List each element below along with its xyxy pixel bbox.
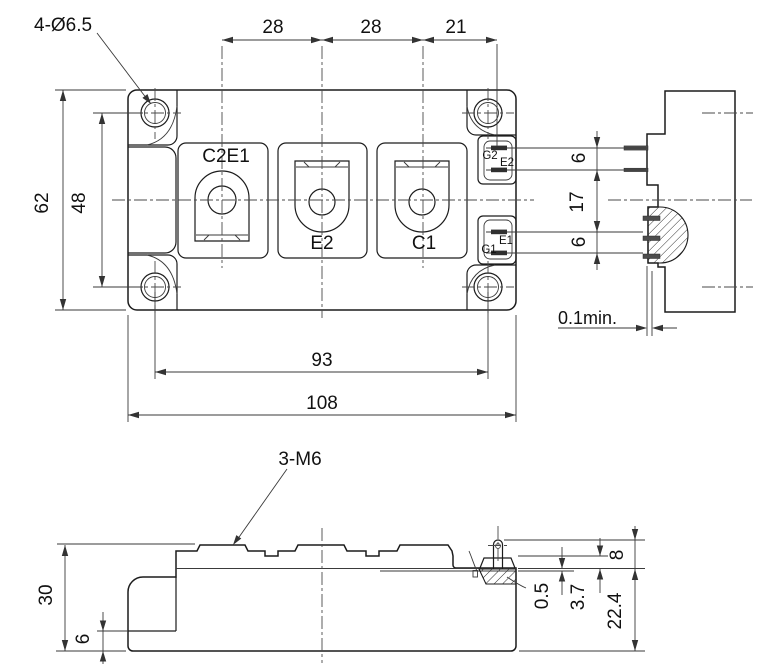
dim-label-hole-span-h: 93 [311, 350, 332, 371]
pin-label-g1: G1 [481, 244, 496, 256]
pin-label-g2: G2 [482, 150, 497, 162]
dim-label-case-height: 22.4 [605, 592, 626, 629]
pin-g2 [491, 145, 507, 151]
side-view-centerlines [608, 112, 753, 288]
dimension-lines [62, 39, 677, 664]
pin-e2 [491, 167, 507, 173]
top-view-centerlines [112, 46, 534, 318]
gate-section-hatch [647, 206, 689, 264]
side-profile-outline [646, 90, 736, 313]
terminal-c1 [394, 160, 450, 233]
section-pin-1 [642, 215, 661, 221]
lead-wire-curves [468, 550, 527, 589]
dim-label-hole-span-v: 48 [69, 192, 90, 213]
top-view [112, 46, 534, 318]
corner-pad-bottom-right [466, 264, 516, 310]
dim-label-tab-step: 3.7 [568, 584, 589, 610]
dimension-arrowheads [59, 36, 664, 662]
gate-connector-bottom [477, 215, 517, 265]
dimension-graphics [55, 32, 677, 664]
pin-label-e1: E1 [499, 235, 513, 247]
dim-label-base-step: 6 [73, 634, 94, 645]
flange-edges [128, 577, 177, 632]
terminal-panel-1 [177, 142, 269, 259]
dim-label-pin-height: 8 [607, 550, 628, 561]
corner-pad-bottom-left [128, 254, 178, 310]
gate-connector-top [477, 135, 517, 185]
pin-e1 [491, 229, 507, 235]
extension-lines [55, 44, 653, 652]
terminal-label-c1: C1 [412, 233, 436, 254]
gate-housing-hatch [478, 568, 517, 585]
hole-note-label: 4-Ø6.5 [34, 15, 92, 36]
dim-label-width-overall: 108 [306, 393, 338, 414]
seam-notch [472, 570, 478, 578]
pin-label-e2: E2 [500, 157, 514, 169]
terminal-panel-2 [277, 142, 368, 259]
hole-pad-fillets [146, 105, 496, 295]
dim-label-pitch-left: 28 [262, 17, 283, 38]
dim-label-gate-top: 6 [569, 153, 590, 164]
dim-label-gate-mid: 17 [567, 191, 588, 212]
corner-pad-top-right [466, 90, 516, 136]
case-seam-lines [176, 568, 516, 572]
leader-lines [96, 32, 288, 541]
text-labels: 4-Ø6.5 28 28 21 62 48 6 17 6 93 108 0.1m… [32, 15, 628, 644]
dim-label-pitch-right: 28 [360, 17, 381, 38]
corner-pad-top-left [128, 90, 178, 146]
side-view [608, 90, 753, 313]
left-recess-wall [128, 146, 177, 254]
terminal-label-e2: E2 [310, 233, 333, 254]
gate-housing-front [479, 557, 516, 569]
terminal-panel-3 [376, 142, 468, 259]
terminal-label-c2e1: C2E1 [202, 146, 250, 167]
front-gate-pin [492, 539, 504, 569]
dim-label-front-height: 30 [36, 584, 57, 605]
front-profile-outline [127, 544, 517, 652]
dim-label-tab-gap: 0.5 [532, 583, 553, 609]
section-pin-3 [642, 253, 661, 259]
section-pin-2 [642, 235, 661, 241]
dim-label-pitch-gate: 21 [445, 17, 466, 38]
flatness-note-label: 0.1min. [558, 308, 617, 328]
thread-note-label: 3-M6 [278, 449, 321, 470]
pin-g1 [491, 250, 507, 256]
front-view-centerlines [321, 526, 508, 663]
front-view [127, 526, 527, 663]
dim-label-gate-bottom: 6 [569, 237, 590, 248]
dim-label-height-overall: 62 [32, 192, 53, 213]
